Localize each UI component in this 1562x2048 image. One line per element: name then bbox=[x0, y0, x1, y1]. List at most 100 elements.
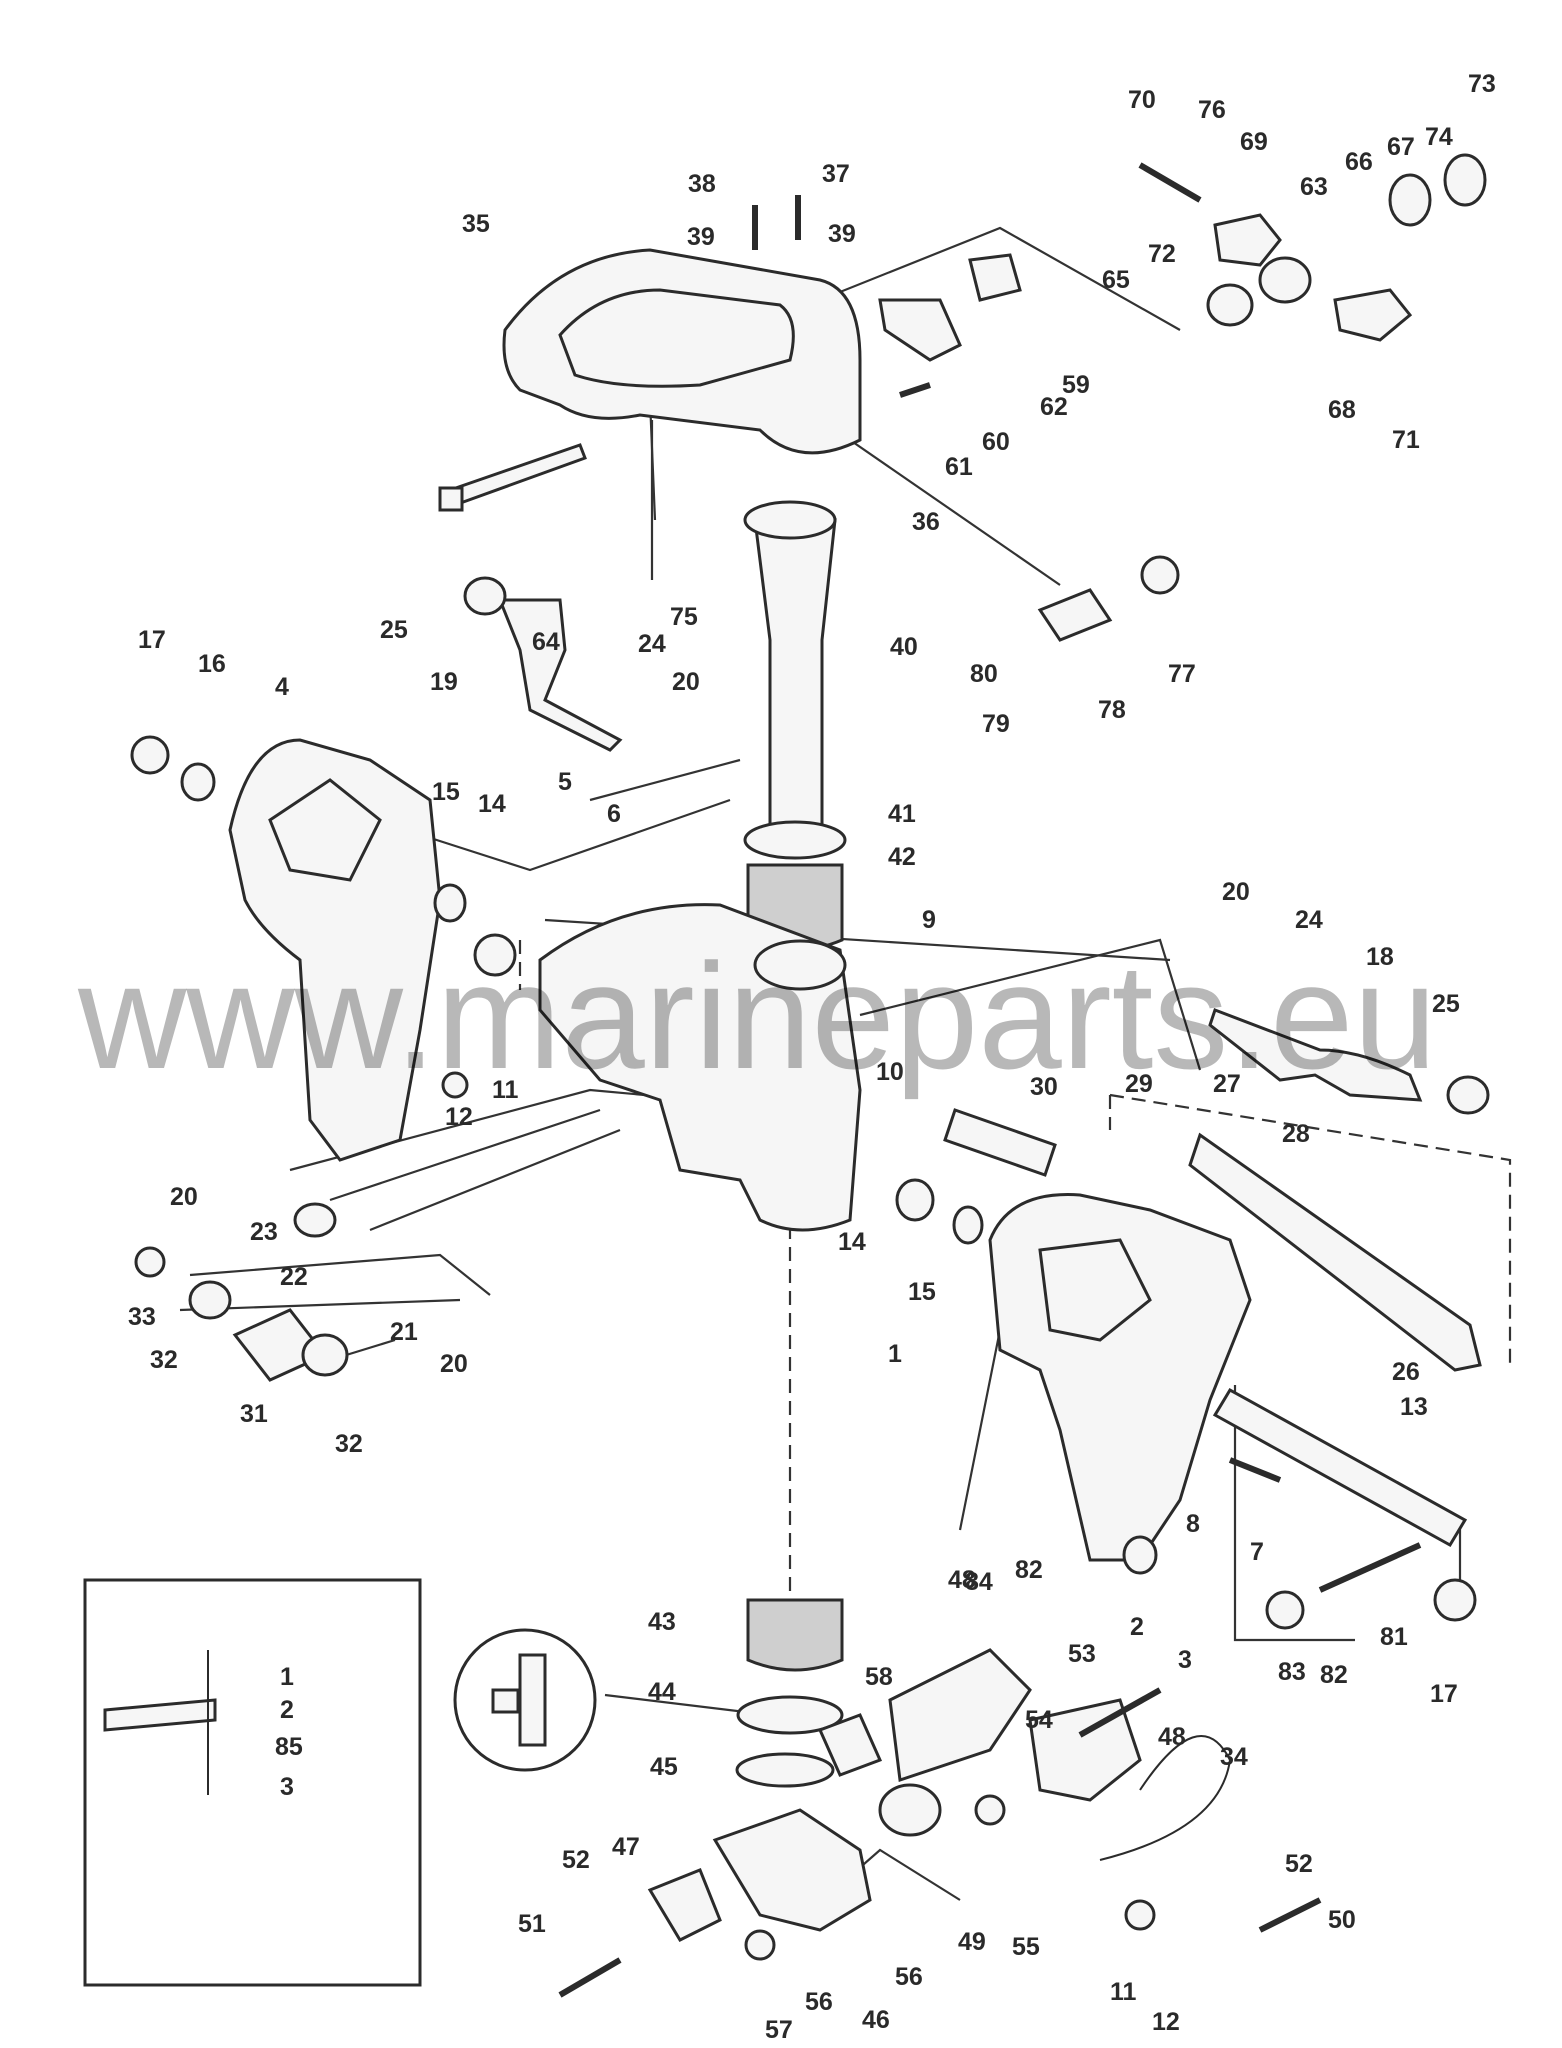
part-label-11a: 11 bbox=[492, 1076, 519, 1104]
part-label-56b: 56 bbox=[805, 1988, 833, 2016]
washer-55 bbox=[974, 1794, 1006, 1826]
washer-33 bbox=[134, 1246, 166, 1278]
part-label-46: 46 bbox=[862, 2006, 890, 2034]
part-label-1a: 1 bbox=[888, 1340, 902, 1368]
grommet-58 bbox=[817, 1713, 883, 1777]
part-label-52a: 52 bbox=[562, 1846, 590, 1874]
cylinder-63 bbox=[1258, 256, 1312, 304]
part-label-71: 71 bbox=[1392, 426, 1420, 454]
part-label-56a: 56 bbox=[895, 1963, 923, 1991]
block-59 bbox=[968, 253, 1022, 302]
part-label-64: 64 bbox=[532, 628, 560, 656]
part-label-20d: 20 bbox=[440, 1350, 468, 1378]
cap-73 bbox=[1443, 153, 1487, 207]
part-label-49: 49 bbox=[958, 1928, 986, 1956]
part-label-2b: 2 bbox=[280, 1696, 294, 1724]
part-label-52b: 52 bbox=[1285, 1850, 1313, 1878]
bracket-60 bbox=[878, 298, 962, 362]
part-label-62: 62 bbox=[1040, 393, 1068, 421]
part-label-6: 6 bbox=[607, 800, 621, 828]
part-label-27: 27 bbox=[1213, 1070, 1241, 1098]
part-label-24a: 24 bbox=[638, 630, 666, 658]
washer-45 bbox=[735, 1752, 835, 1788]
part-label-13: 13 bbox=[1400, 1393, 1428, 1421]
sleeve-23 bbox=[293, 1202, 337, 1238]
bracket-78 bbox=[1037, 588, 1113, 642]
part-label-29: 29 bbox=[1125, 1070, 1153, 1098]
part-label-24b: 24 bbox=[1295, 906, 1323, 934]
part-label-9: 9 bbox=[922, 906, 936, 934]
mount-housing-48a bbox=[888, 1648, 1032, 1783]
part-label-10: 10 bbox=[876, 1058, 904, 1086]
part-label-21: 21 bbox=[390, 1318, 418, 1346]
part-label-20c: 20 bbox=[170, 1183, 198, 1211]
bolt-50 bbox=[1258, 1897, 1322, 1933]
part-label-65: 65 bbox=[1102, 266, 1130, 294]
part-label-72: 72 bbox=[1148, 240, 1176, 268]
cap-32a bbox=[188, 1280, 232, 1320]
part-label-73: 73 bbox=[1468, 70, 1496, 98]
cap-12a bbox=[441, 1071, 469, 1099]
part-label-83: 83 bbox=[1278, 1658, 1306, 1686]
nut-17a bbox=[130, 735, 170, 775]
part-label-59: 59 bbox=[1062, 371, 1090, 399]
bolt-53 bbox=[1078, 1687, 1162, 1738]
mount-49 bbox=[878, 1783, 942, 1837]
part-label-43: 43 bbox=[648, 1608, 676, 1636]
washer-41 bbox=[743, 820, 847, 860]
insets bbox=[83, 1578, 597, 1987]
part-label-28: 28 bbox=[1282, 1120, 1310, 1148]
part-label-50: 50 bbox=[1328, 1906, 1356, 1934]
part-label-14a: 14 bbox=[478, 790, 506, 818]
part-label-2a: 2 bbox=[1130, 1613, 1144, 1641]
part-label-20a: 20 bbox=[672, 668, 700, 696]
part-label-69: 69 bbox=[1240, 128, 1268, 156]
seal-44 bbox=[736, 1695, 844, 1735]
part-label-11b: 11 bbox=[1110, 1978, 1137, 2006]
part-label-61: 61 bbox=[945, 453, 973, 481]
part-label-57: 57 bbox=[765, 2016, 793, 2044]
part-label-25a: 25 bbox=[380, 616, 408, 644]
watermark: www.marineparts.eu bbox=[77, 932, 1437, 1100]
bolt-7 bbox=[1228, 1457, 1282, 1483]
washer-15b bbox=[952, 1205, 984, 1245]
part-label-60: 60 bbox=[982, 428, 1010, 456]
parts bbox=[130, 153, 1490, 1998]
cap-32b bbox=[301, 1333, 349, 1377]
part-label-41: 41 bbox=[888, 800, 916, 828]
part-label-74: 74 bbox=[1425, 123, 1453, 151]
part-label-54: 54 bbox=[1025, 1706, 1053, 1734]
part-label-36: 36 bbox=[912, 508, 940, 536]
part-label-85: 85 bbox=[275, 1733, 303, 1761]
washer-83 bbox=[1265, 1590, 1305, 1630]
part-label-1b: 1 bbox=[280, 1663, 294, 1691]
part-label-39a: 39 bbox=[687, 223, 715, 251]
part-label-14b: 14 bbox=[838, 1228, 866, 1256]
part-label-75: 75 bbox=[670, 603, 698, 631]
part-label-30: 30 bbox=[1030, 1073, 1058, 1101]
part-label-67: 67 bbox=[1387, 133, 1415, 161]
steering-column-40 bbox=[753, 518, 837, 842]
cap-77 bbox=[1140, 555, 1180, 595]
ring-72 bbox=[1206, 283, 1254, 327]
part-label-48b: 48 bbox=[1158, 1723, 1186, 1751]
spacer-2 bbox=[1122, 1535, 1158, 1575]
part-label-12a: 12 bbox=[445, 1103, 473, 1131]
part-label-3a: 3 bbox=[1178, 1646, 1192, 1674]
bushing-14a bbox=[473, 933, 517, 977]
part-label-18: 18 bbox=[1366, 943, 1394, 971]
bolt-64 bbox=[448, 443, 587, 507]
bushing-14b bbox=[895, 1178, 935, 1222]
part-label-66: 66 bbox=[1345, 148, 1373, 176]
tilt-tube-13 bbox=[1212, 1387, 1468, 1548]
bolt-70 bbox=[1138, 162, 1202, 203]
part-label-20b: 20 bbox=[1222, 878, 1250, 906]
part-label-8: 8 bbox=[1186, 1510, 1200, 1538]
nut-57 bbox=[744, 1929, 776, 1961]
part-label-17a: 17 bbox=[138, 626, 166, 654]
part-label-48a: 48 bbox=[948, 1566, 976, 1594]
mount-housing-48b bbox=[1028, 1698, 1142, 1802]
tilt-lock-rod-26 bbox=[1188, 1132, 1482, 1372]
screw-61 bbox=[899, 382, 931, 398]
part-label-17b: 17 bbox=[1430, 1680, 1458, 1708]
